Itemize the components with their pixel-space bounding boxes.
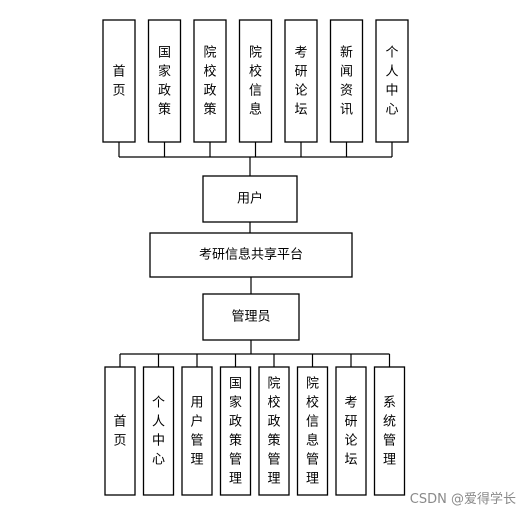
platform-node: 考研信息共享平台: [149, 232, 353, 278]
admin-node-label: 管理员: [231, 310, 270, 325]
admin-function-label: 院校信息管理: [306, 376, 319, 486]
watermark: CSDN @爱得学长: [409, 492, 516, 507]
user-node-label: 用户: [237, 191, 263, 207]
admin-function-label: 首页: [113, 414, 126, 448]
user-function-label: 考研论坛: [294, 45, 307, 117]
admin-function-label: 系统管理: [383, 395, 396, 467]
admin-function-node: 考研论坛: [335, 366, 367, 496]
user-function-node: 考研论坛: [284, 19, 318, 143]
user-function-row: 首页 国家政策 院校政策 院校信息 考研论坛 新闻资讯 个人中心: [102, 19, 409, 143]
user-function-label: 院校信息: [249, 45, 262, 117]
user-function-label: 首页: [112, 64, 125, 98]
user-function-node: 个人中心: [375, 19, 409, 143]
admin-function-label: 院校政策管理: [267, 376, 280, 486]
user-function-node: 国家政策: [147, 19, 182, 143]
user-node: 用户: [202, 175, 298, 223]
admin-function-node: 院校政策管理: [258, 366, 290, 496]
user-function-label: 新闻资讯: [340, 44, 353, 117]
connector-lines: [118, 142, 393, 367]
admin-function-row: 首页 个人中心 用户管理 国家政策管理 院校政策管理 院校信息管理 考研论坛 系统管理: [104, 366, 406, 496]
admin-function-label: 国家政策管理: [229, 376, 242, 486]
user-function-label: 院校政策: [203, 45, 216, 117]
user-function-node: 新闻资讯: [329, 19, 364, 143]
user-function-label: 个人中心: [385, 45, 398, 117]
admin-function-label: 个人中心: [152, 395, 165, 467]
admin-function-label: 考研论坛: [344, 395, 357, 467]
admin-function-node: 首页: [104, 366, 136, 496]
user-function-node: 院校政策: [193, 19, 227, 143]
admin-function-node: 系统管理: [373, 366, 406, 496]
admin-function-node: 个人中心: [142, 366, 175, 496]
admin-function-label: 用户管理: [190, 395, 203, 467]
admin-function-node: 用户管理: [181, 366, 213, 496]
admin-function-node: 国家政策管理: [219, 366, 252, 496]
admin-node: 管理员: [202, 293, 300, 341]
user-function-node: 首页: [102, 19, 136, 143]
admin-function-node: 院校信息管理: [296, 366, 329, 496]
platform-node-label: 考研信息共享平台: [199, 247, 303, 263]
user-function-label: 国家政策: [158, 45, 171, 117]
user-function-node: 院校信息: [238, 19, 273, 143]
